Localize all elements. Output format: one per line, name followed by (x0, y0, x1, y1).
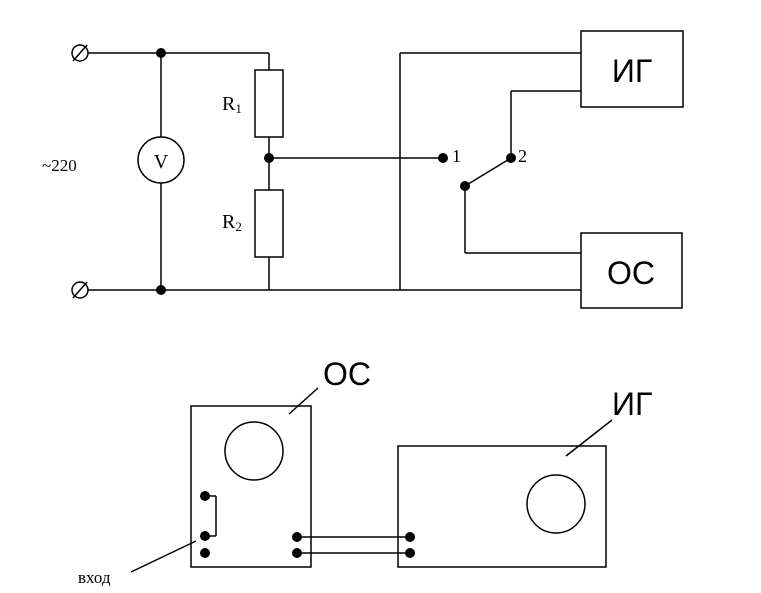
voltmeter-label: V (154, 151, 169, 173)
oscilloscope-panel-leader (288, 387, 319, 415)
oscilloscope-screen (224, 421, 284, 481)
resistor-r1: R1 (222, 69, 284, 138)
oscilloscope-block-label: ОС (607, 255, 655, 291)
resistor-r2: R2 (222, 189, 284, 258)
resistor-r2-label: R2 (222, 211, 242, 234)
generator-panel-label: ИГ (612, 386, 652, 422)
oscilloscope-panel (190, 405, 312, 568)
resistor-r1-label: R1 (222, 93, 242, 116)
input-label: вход (78, 568, 111, 587)
oscilloscope-panel-label: ОС (323, 356, 371, 392)
supply-terminal-top (71, 44, 89, 62)
generator-panel (397, 445, 607, 568)
supply-terminal-bottom (71, 281, 89, 299)
switch-position-2-label: 2 (518, 146, 527, 166)
oscilloscope-block: ОС (580, 232, 683, 309)
input-leader (130, 540, 197, 573)
generator-panel-leader (565, 419, 613, 457)
connecting-cable (297, 536, 410, 554)
voltmeter: V (137, 136, 185, 184)
generator-knob (526, 474, 586, 534)
generator-block-label: ИГ (612, 53, 652, 89)
switch-position-1-label: 1 (452, 146, 461, 166)
supply-voltage-label: ~220 (42, 156, 77, 175)
generator-block: ИГ (580, 30, 684, 108)
schematic-wires (88, 52, 581, 291)
junction-dots (156, 48, 516, 295)
